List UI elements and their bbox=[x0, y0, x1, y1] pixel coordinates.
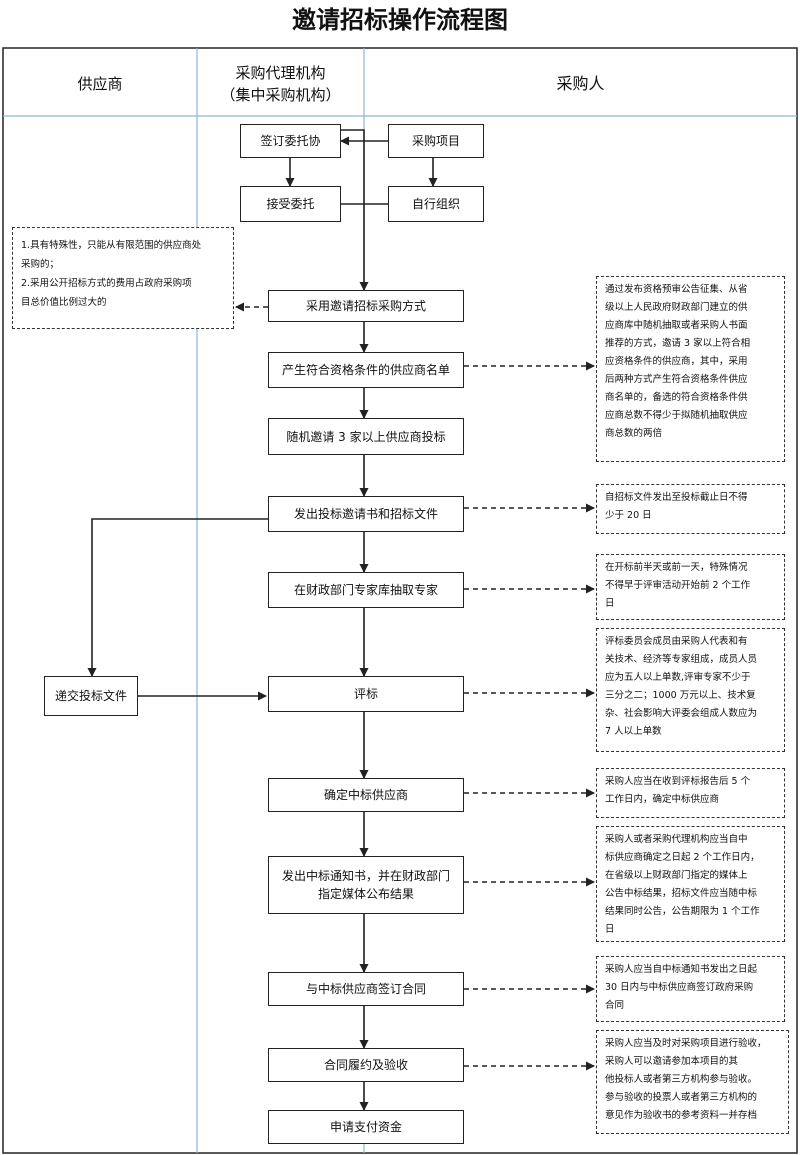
diagram-frame bbox=[2, 47, 798, 1154]
note-line: 在省级以上财政部门指定的媒体上 bbox=[605, 870, 748, 881]
box-determine-winner: 确定中标供应商 bbox=[268, 778, 464, 812]
box-submit-bid: 递交投标文件 bbox=[44, 676, 138, 716]
box-sign-contract: 与中标供应商签订合同 bbox=[268, 972, 464, 1006]
note-left-conditions: 1.具有特殊性，只能从有限范围的供应商处 采购的； 2.采用公开招标方式的费用占… bbox=[12, 227, 234, 329]
note-line: 2.采用公开招标方式的费用占政府采购项 bbox=[21, 278, 192, 289]
note-acceptance: 采购人应当及时对采购项目进行验收， 采购人可以邀请参加本项目的其 他投标人或者第… bbox=[596, 1030, 789, 1134]
note-line: 商名单的，备选的符合资格条件供 bbox=[605, 392, 748, 403]
note-line: 日 bbox=[605, 924, 615, 935]
note-line: 采购人应当自中标通知书发出之日起 bbox=[605, 964, 758, 975]
note-line: 应商总数不得少于拟随机抽取供应 bbox=[605, 410, 748, 421]
note-line: 通过发布资格预审公告征集、从省 bbox=[605, 284, 748, 295]
note-line: 评标委员会成员由采购人代表和有 bbox=[605, 636, 748, 647]
box-apply-payment: 申请支付资金 bbox=[268, 1110, 464, 1144]
note-line: 7 人以上单数 bbox=[605, 726, 662, 737]
lane-agency-label: 采购代理机构 bbox=[235, 64, 326, 82]
note-line: 参与验收的投票人或者第三方机构的 bbox=[605, 1092, 758, 1103]
lane-agency-sublabel: （集中采购机构） bbox=[220, 86, 341, 104]
box-self-organize: 自行组织 bbox=[388, 186, 484, 222]
lane-supplier-header: 供应商 bbox=[3, 54, 197, 114]
lane-supplier-label: 供应商 bbox=[77, 75, 123, 93]
note-line: 商总数的两倍 bbox=[605, 428, 663, 439]
note-line: 应商库中随机抽取或者采购人书面 bbox=[605, 320, 748, 331]
note-line: 1.具有特殊性，只能从有限范围的供应商处 bbox=[21, 240, 202, 251]
note-line: 自招标文件发出至投标截止日不得 bbox=[605, 492, 748, 503]
note-line: 采购人应当在收到评标报告后 5 个 bbox=[605, 776, 751, 787]
note-line: 意见作为验收书的参考资料一并存档 bbox=[605, 1110, 758, 1121]
box-issue-notice: 发出中标通知书，并在财政部门 指定媒体公布结果 bbox=[268, 856, 464, 914]
note-line: 目总价值比例过大的 bbox=[21, 297, 107, 308]
note-line: 在开标前半天或前一天，特殊情况 bbox=[605, 562, 748, 573]
note-line: 工作日内，确定中标供应商 bbox=[605, 794, 720, 805]
note-announce: 采购人或者采购代理机构应当自中 标供应商确定之日起 2 个工作日内， 在省级以上… bbox=[596, 826, 785, 942]
note-list-method: 通过发布资格预审公告征集、从省 级以上人民政府财政部门建立的供 应商库中随机抽取… bbox=[596, 276, 785, 462]
arrow-issue-to-submit bbox=[87, 518, 268, 677]
note-line: 采购的； bbox=[21, 259, 60, 270]
lane-purchaser-label: 采购人 bbox=[556, 74, 605, 93]
lane-purchaser-header: 采购人 bbox=[364, 54, 797, 114]
box-perform-accept: 合同履约及验收 bbox=[268, 1048, 464, 1082]
note-line: 采购人应当及时对采购项目进行验收， bbox=[605, 1038, 767, 1049]
note-line: 采购人可以邀请参加本项目的其 bbox=[605, 1056, 739, 1067]
box-adopt-invite: 采用邀请招标采购方式 bbox=[268, 290, 464, 322]
page-title: 邀请招标操作流程图 bbox=[292, 6, 508, 34]
box-extract-experts: 在财政部门专家库抽取专家 bbox=[268, 572, 464, 608]
note-line: 应为五人以上单数,评审专家不少于 bbox=[605, 672, 751, 683]
note-line: 标供应商确定之日起 2 个工作日内， bbox=[605, 852, 760, 863]
note-contract-timing: 采购人应当自中标通知书发出之日起 30 日内与中标供应商签订政府采购 合同 bbox=[596, 956, 785, 1022]
note-line: 他投标人或者第三方机构参与验收。 bbox=[605, 1074, 758, 1085]
box-accept-entrust: 接受委托 bbox=[240, 186, 341, 222]
note-winner-timing: 采购人应当在收到评标报告后 5 个 工作日内，确定中标供应商 bbox=[596, 768, 785, 818]
note-deadline: 自招标文件发出至投标截止日不得 少于 20 日 bbox=[596, 484, 785, 534]
note-line: 三分之二；1000 万元以上、技术复 bbox=[605, 690, 756, 701]
box-issue-notice-line2: 指定媒体公布结果 bbox=[317, 887, 414, 901]
note-line: 日 bbox=[605, 598, 615, 609]
note-line: 不得早于评审活动开始前 2 个工作 bbox=[605, 580, 751, 591]
box-issue-docs: 发出投标邀请书和招标文件 bbox=[268, 496, 464, 532]
note-line: 结果同时公告，公告期限为 1 个工作 bbox=[605, 906, 760, 917]
note-line: 公告中标结果，招标文件应当随中标 bbox=[605, 888, 758, 899]
note-line: 推荐的方式，邀请 3 家以上符合相 bbox=[605, 338, 751, 349]
note-line: 30 日内与中标供应商签订政府采购 bbox=[605, 982, 754, 993]
note-line: 杂、社会影响大评委会组成人数应为 bbox=[605, 708, 758, 719]
note-line: 级以上人民政府财政部门建立的供 bbox=[605, 302, 748, 313]
note-line: 少于 20 日 bbox=[605, 510, 652, 521]
note-committee: 评标委员会成员由采购人代表和有 关技术、经济等专家组成，成员人员 应为五人以上单… bbox=[596, 628, 785, 752]
note-line: 后两种方式产生符合资格条件供应 bbox=[605, 374, 748, 385]
box-random-invite: 随机邀请 3 家以上供应商投标 bbox=[268, 418, 464, 455]
box-sign-entrust: 签订委托协 bbox=[240, 124, 341, 158]
note-line: 关技术、经济等专家组成，成员人员 bbox=[605, 654, 758, 665]
arrow-sign-to-adopt bbox=[341, 129, 369, 291]
note-line: 合同 bbox=[605, 1000, 625, 1011]
box-evaluate: 评标 bbox=[268, 676, 464, 712]
box-issue-notice-line1: 发出中标通知书，并在财政部门 bbox=[281, 869, 450, 883]
box-generate-list: 产生符合资格条件的供应商名单 bbox=[268, 352, 464, 388]
note-expert-timing: 在开标前半天或前一天，特殊情况 不得早于评审活动开始前 2 个工作 日 bbox=[596, 554, 785, 620]
note-line: 采购人或者采购代理机构应当自中 bbox=[605, 834, 748, 845]
lane-agency-header: 采购代理机构 （集中采购机构） bbox=[197, 54, 364, 114]
note-line: 应资格条件的供应商，其中，采用 bbox=[605, 356, 748, 367]
box-purchase-project: 采购项目 bbox=[388, 124, 484, 158]
